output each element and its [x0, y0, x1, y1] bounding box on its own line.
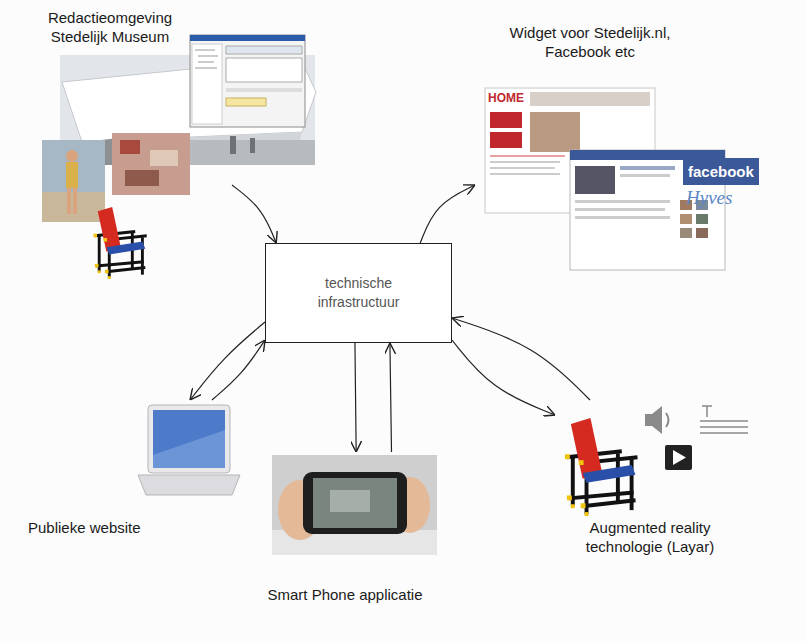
text-line	[575, 208, 665, 211]
form-note	[226, 98, 266, 106]
laptop-base	[138, 475, 240, 495]
editor-screenshot	[190, 35, 305, 127]
caption: Redactieomgeving Stedelijk Museum	[35, 8, 185, 46]
flow-arrow	[452, 318, 590, 400]
screen-detail	[330, 490, 370, 512]
photo-ground	[272, 455, 437, 555]
process-box: technische infrastructuur	[265, 243, 452, 343]
header-images	[530, 92, 650, 106]
laptop-lid	[148, 405, 230, 473]
flow-arrow	[390, 343, 392, 452]
flow-arrow	[212, 340, 265, 400]
image-group: Publieke website	[25, 400, 235, 540]
flow-arrow	[420, 185, 475, 243]
paint-patch	[125, 170, 159, 186]
text-icon-line	[700, 420, 748, 422]
flow-arrow	[232, 185, 276, 243]
phone-screen	[313, 478, 397, 528]
thumb	[680, 228, 692, 238]
text-icon-line	[700, 432, 748, 434]
caption: Augmented reality technologie (Layar)	[565, 518, 735, 556]
flow-arrow	[452, 340, 555, 415]
laptop-screen	[153, 410, 225, 468]
thumb	[680, 214, 692, 224]
image-group: Widget voor Stedelijk.nl, Facebook etc	[475, 15, 760, 275]
toolbar	[226, 46, 302, 54]
text-line	[620, 166, 675, 170]
caption: Widget voor Stedelijk.nl, Facebook etc	[490, 23, 690, 61]
text-icon-line	[700, 426, 748, 428]
person	[250, 138, 255, 153]
paint-patch	[150, 150, 178, 166]
thumb	[696, 214, 708, 224]
video	[575, 166, 615, 194]
image-group: Augmented reality technologie (Layar)	[555, 400, 755, 560]
logo-text: facebook	[683, 158, 759, 185]
text-line	[490, 156, 565, 157]
text-icon-mark	[706, 406, 708, 417]
phone	[303, 472, 407, 534]
play-box	[665, 445, 692, 470]
flow-arrow	[190, 322, 265, 400]
form-field	[226, 58, 302, 82]
text-line	[575, 200, 670, 203]
figure-body	[66, 162, 78, 188]
form-row	[226, 88, 302, 92]
logo-text: Hyves	[686, 187, 732, 209]
image-group: Redactieomgeving Stedelijk Museum	[30, 5, 232, 285]
play-triangle	[673, 450, 686, 465]
caption: Publieke website	[28, 518, 208, 537]
text-icon	[700, 406, 748, 433]
box-label: technische infrastructuur	[304, 274, 414, 312]
painting-photo	[112, 133, 190, 195]
text-line	[575, 216, 670, 219]
text-line	[490, 174, 560, 175]
speaker-icon	[645, 406, 669, 434]
thumb	[696, 228, 708, 238]
screen-glow	[153, 430, 225, 468]
chair-image	[93, 207, 146, 279]
laptop-image	[138, 405, 240, 495]
text-line	[490, 162, 560, 163]
speaker-shape	[645, 406, 662, 434]
person	[230, 136, 236, 154]
tree-line	[198, 56, 218, 57]
text-line	[620, 174, 670, 177]
text-line	[490, 168, 555, 169]
painting	[112, 133, 190, 195]
window	[190, 35, 305, 127]
image-group: Smart Phone applicatie	[250, 452, 442, 610]
sound-wave	[666, 413, 669, 427]
paint-patch	[120, 140, 140, 154]
smartphone-photo	[272, 455, 437, 555]
flow-arrow	[355, 343, 356, 452]
figure-head	[66, 150, 78, 162]
tree-line	[198, 62, 214, 63]
photo-sky	[42, 140, 105, 222]
play-icon	[665, 445, 692, 470]
tree-pane	[192, 44, 222, 124]
caption: Smart Phone applicatie	[250, 585, 440, 604]
tree-line	[195, 50, 215, 51]
logo-text: HOME	[488, 91, 524, 105]
menu-block	[490, 112, 522, 128]
image	[530, 112, 580, 152]
menu-block	[490, 132, 522, 148]
artwork-photo	[42, 140, 105, 222]
title-bar	[190, 35, 305, 41]
figure-leg	[73, 188, 77, 214]
figure-leg	[67, 188, 71, 214]
chair-image	[565, 418, 638, 516]
tree-line	[195, 68, 217, 69]
